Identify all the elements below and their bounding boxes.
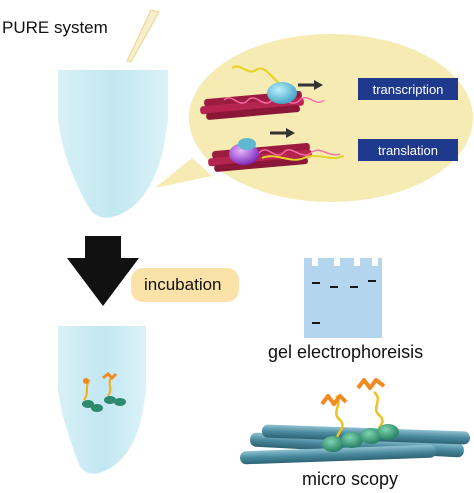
- transcription-label: transcription: [358, 78, 458, 100]
- down-arrow-icon: [67, 236, 139, 306]
- ribosome-small-subunit: [238, 138, 256, 150]
- tube-bottom: [58, 326, 146, 474]
- microscopy-label: micro scopy: [302, 469, 399, 489]
- gel-bands: [312, 280, 376, 324]
- pure-system-label: PURE system: [2, 18, 108, 37]
- incubation-label: incubation: [144, 275, 222, 294]
- incubation-pill: [131, 268, 239, 302]
- right-arrow-icon: [298, 80, 323, 90]
- reaction-bubble: [155, 34, 473, 202]
- transcription-illustration: [200, 65, 325, 120]
- motor-proteins-on-microtubules: [320, 378, 399, 452]
- motor-proteins-in-tube: [82, 371, 126, 412]
- tube-top: [58, 70, 168, 218]
- mrna-strand: [261, 155, 345, 161]
- translation-label: translation: [358, 139, 458, 161]
- rna-polymerase: [267, 82, 297, 104]
- right-arrow-icon: [270, 128, 295, 138]
- gel-slab: [304, 258, 382, 338]
- mrna-strand: [231, 65, 281, 85]
- pipette-tip-icon: [126, 9, 160, 63]
- translation-illustration: [208, 128, 345, 172]
- gel-electrophoresis-label: gel electrophoreisis: [268, 342, 424, 362]
